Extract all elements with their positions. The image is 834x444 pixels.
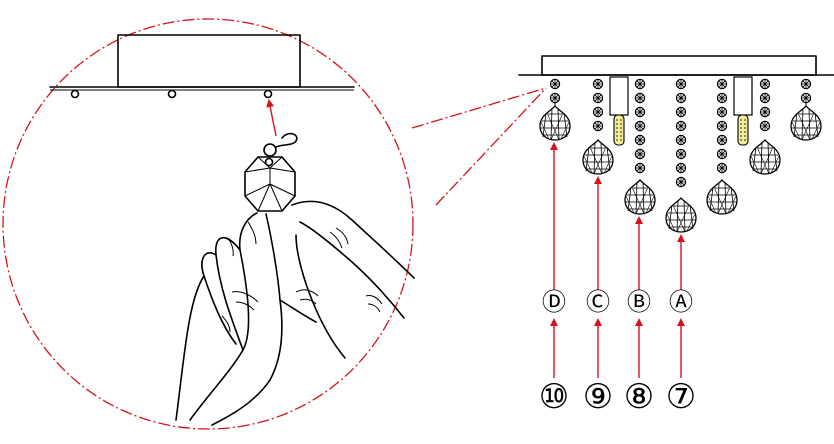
strand-c-mirror <box>749 78 781 175</box>
callout-leader-bottom <box>435 87 547 206</box>
strand-label-c: Ⓒ <box>586 288 610 316</box>
step-number-9: ⑨ <box>583 377 613 417</box>
step-number-8: ⑧ <box>624 377 654 417</box>
strand-label-b: Ⓑ <box>627 288 651 316</box>
strand-arrows <box>550 142 685 290</box>
hanging-crystal <box>244 132 298 212</box>
bulb-right <box>733 76 753 146</box>
hand-sketch <box>175 200 415 426</box>
strand-b-mirror <box>706 78 738 215</box>
strand-b <box>624 78 656 215</box>
strand-a <box>665 78 697 233</box>
bulb-left <box>609 76 629 146</box>
strand-d-mirror <box>790 78 822 141</box>
strand-label-a: Ⓐ <box>669 288 693 316</box>
strand-d <box>539 78 571 141</box>
step-number-10: ⑩ <box>539 377 569 417</box>
hook-eyelets <box>70 89 273 99</box>
chandelier-view: Ⓓ Ⓒ Ⓑ Ⓐ ⑩ ⑨ ⑧ ⑦ <box>518 55 834 417</box>
hook-arrow <box>266 99 277 137</box>
step-number-7: ⑦ <box>666 377 696 417</box>
detail-circle <box>2 18 414 430</box>
detail-callout <box>2 18 547 430</box>
callout-leader-top <box>411 87 547 129</box>
strand-label-d: Ⓓ <box>542 288 566 316</box>
step-arrows <box>550 318 685 378</box>
strand-c <box>582 78 614 175</box>
canopy <box>541 55 817 76</box>
detail-canopy <box>49 34 355 91</box>
